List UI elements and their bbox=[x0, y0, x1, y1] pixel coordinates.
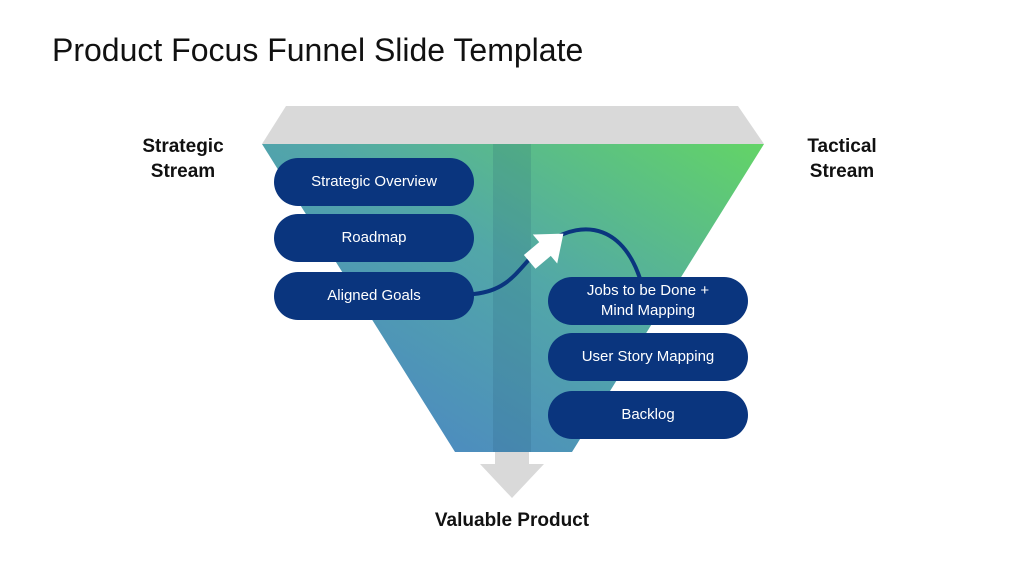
tactical-stream-label: Tactical Stream bbox=[807, 136, 877, 182]
funnel-top-rim bbox=[262, 106, 764, 144]
curved-arrow-icon bbox=[523, 233, 564, 269]
strategic-stream-label: Strategic Stream bbox=[142, 136, 224, 182]
tactical-item-backlog: Backlog bbox=[548, 391, 748, 439]
tactical-item-user-story-mapping: User Story Mapping bbox=[548, 333, 748, 381]
slide-title: Product Focus Funnel Slide Template bbox=[52, 32, 584, 68]
tactical-item-jobs-to-be-done: Jobs to be Done + Mind Mapping bbox=[548, 277, 748, 325]
funnel-center-band bbox=[493, 144, 531, 452]
strategic-item-roadmap: Roadmap bbox=[274, 214, 474, 262]
strategic-item-strategic-overview: Strategic Overview bbox=[274, 158, 474, 206]
strategic-item-aligned-goals: Aligned Goals bbox=[274, 272, 474, 320]
valuable-product-label: Valuable Product bbox=[434, 510, 590, 531]
down-arrow-icon bbox=[480, 452, 544, 498]
